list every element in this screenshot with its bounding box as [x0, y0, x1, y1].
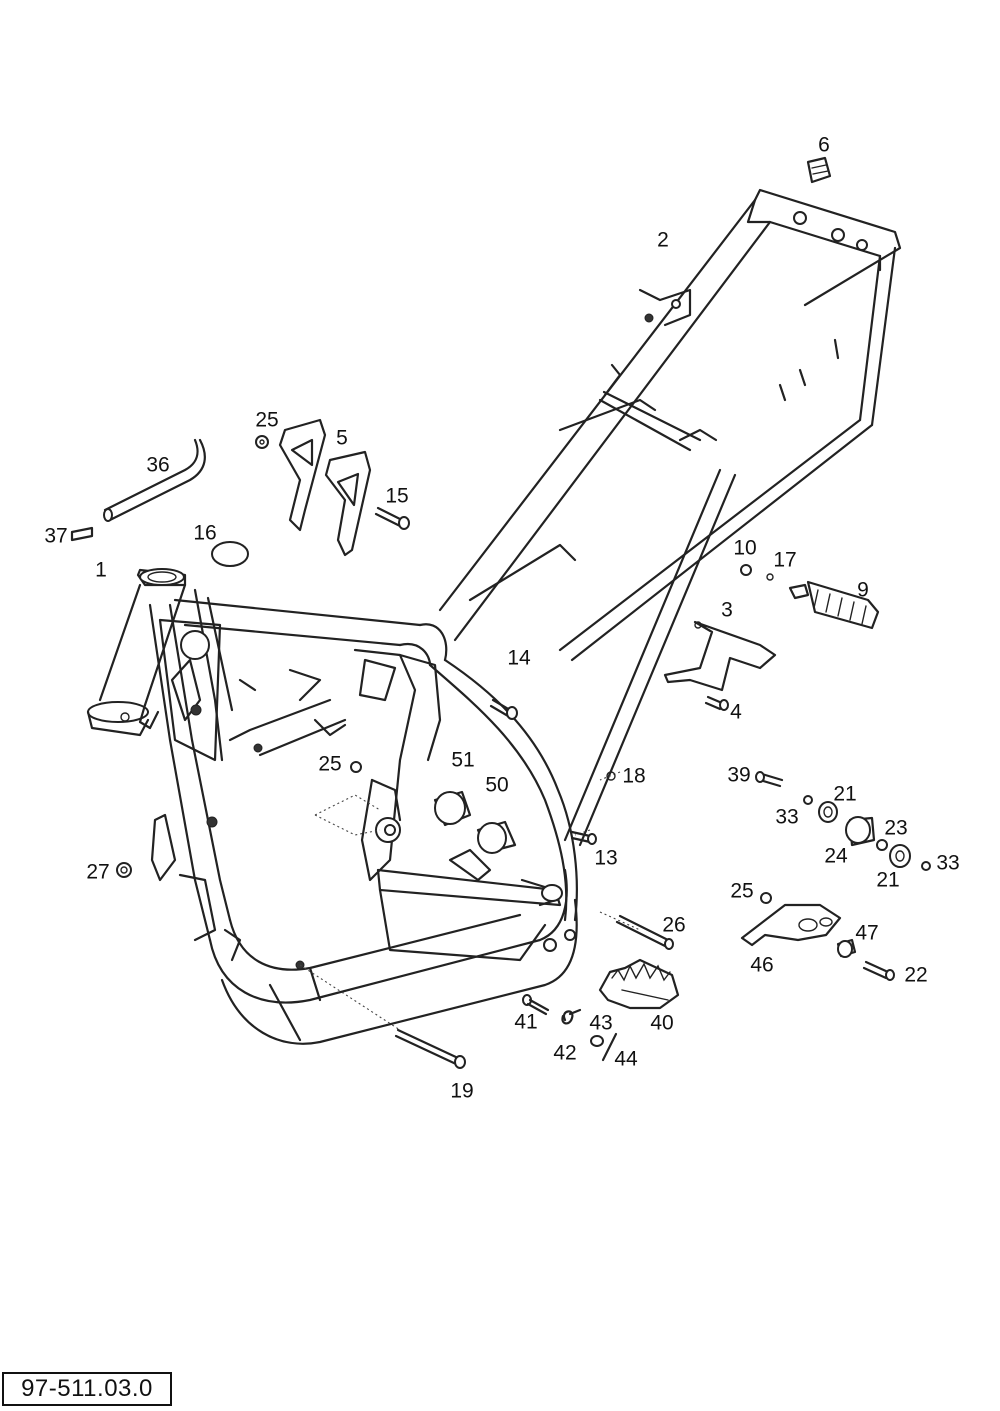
callout-24: 24 [824, 844, 848, 868]
callout-1: 1 [95, 558, 107, 582]
callout-2: 2 [657, 228, 669, 252]
callout-25: 25 [255, 408, 279, 432]
callout-21: 21 [876, 868, 900, 892]
callout-21: 21 [833, 782, 857, 806]
callout-25: 25 [730, 879, 754, 903]
callout-44: 44 [614, 1047, 638, 1071]
callout-43: 43 [589, 1011, 613, 1035]
callout-36: 36 [146, 453, 170, 477]
callout-16: 16 [193, 521, 217, 545]
callout-10: 10 [733, 536, 757, 560]
callout-23: 23 [884, 816, 908, 840]
callout-33: 33 [936, 851, 960, 875]
callout-41: 41 [514, 1010, 538, 1034]
callout-19: 19 [450, 1079, 474, 1103]
callout-9: 9 [857, 578, 869, 602]
callout-18: 18 [622, 764, 646, 788]
callout-25: 25 [318, 752, 342, 776]
callout-33: 33 [775, 805, 799, 829]
callout-46: 46 [750, 953, 774, 977]
callout-15: 15 [385, 484, 409, 508]
drawing-code-label: 97-511.03.0 [2, 1372, 172, 1406]
callout-50: 50 [485, 773, 509, 797]
rear-subframe [438, 188, 902, 847]
main-frame [86, 568, 578, 1045]
callout-6: 6 [818, 133, 830, 157]
callout-17: 17 [773, 548, 797, 572]
callout-47: 47 [855, 921, 879, 945]
callout-42: 42 [553, 1041, 577, 1065]
callout-39: 39 [727, 763, 751, 787]
callout-5: 5 [336, 426, 348, 450]
callout-26: 26 [662, 913, 686, 937]
callout-14: 14 [507, 646, 531, 670]
callout-37: 37 [44, 524, 68, 548]
callout-51: 51 [451, 748, 475, 772]
small-parts [70, 156, 931, 1069]
callout-22: 22 [904, 963, 928, 987]
callout-4: 4 [730, 700, 742, 724]
callout-27: 27 [86, 860, 110, 884]
callout-13: 13 [594, 846, 618, 870]
leader-lines [299, 771, 641, 1031]
callout-40: 40 [650, 1011, 674, 1035]
callout-3: 3 [721, 598, 733, 622]
